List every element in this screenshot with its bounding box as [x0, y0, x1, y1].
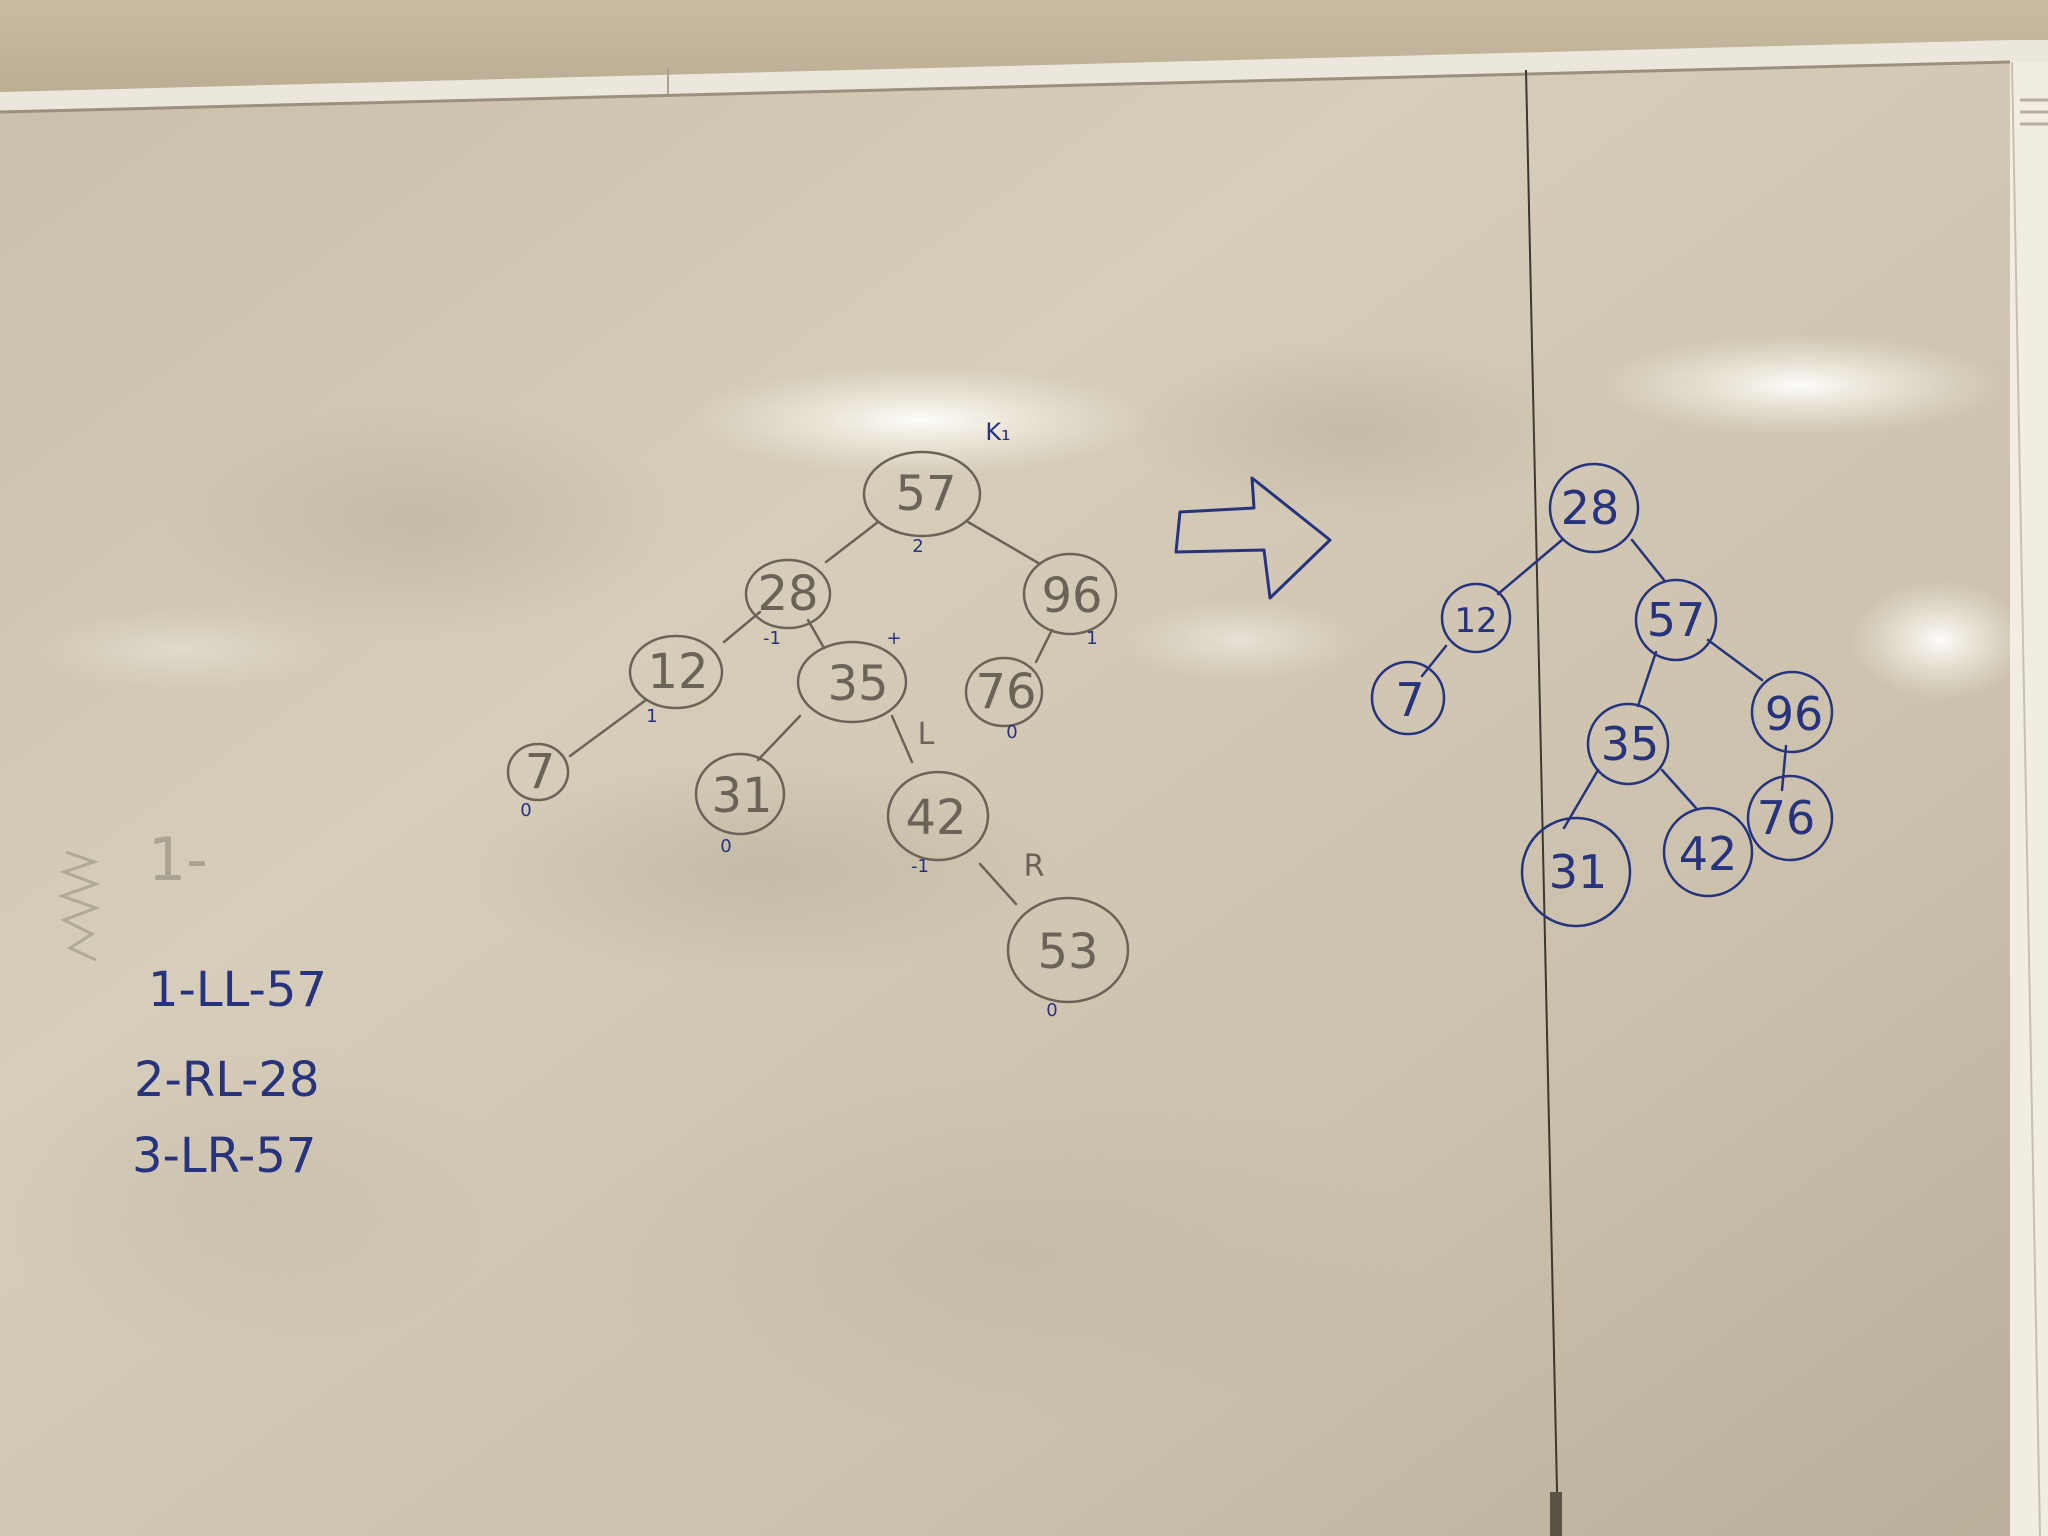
tree-node-12: [628, 634, 724, 710]
node-label-57: 57: [895, 466, 956, 522]
tree-edge: [722, 610, 762, 644]
glare-spot: [1850, 580, 2030, 700]
smudge: [160, 400, 680, 640]
note-line-2: 2-RL-28: [134, 1052, 320, 1108]
tree-node-42: [886, 770, 990, 862]
node-label-28: 28: [1561, 481, 1620, 535]
tree-edge: [1034, 628, 1054, 664]
tree-edge: [1706, 638, 1764, 682]
notes-heading: 1-: [148, 825, 208, 895]
marker-tray-hinge: [1550, 1492, 1562, 1536]
tree-node-96: [1750, 670, 1834, 754]
tree-node-57: [862, 450, 982, 538]
tree-edge: [1636, 650, 1658, 708]
node-label-96: 96: [1041, 568, 1102, 624]
erased-scribble: [57, 850, 101, 962]
smudge: [0, 1040, 510, 1360]
tree-edge: [978, 862, 1018, 906]
tree-node-96: [1022, 552, 1118, 636]
right-edge-line: [2011, 61, 2041, 1536]
root-mark: K₁: [985, 418, 1010, 446]
balance-factor: 0: [520, 800, 531, 821]
node-label-12: 12: [1454, 601, 1497, 641]
old-avl-tree: [506, 450, 1130, 1004]
tree-node-12: [1440, 582, 1512, 654]
tree-node-28: [1548, 462, 1640, 554]
old-tree-labels: 57 28 96 12 35 76 7 31 42 53: [525, 466, 1103, 980]
balance-factor: 0: [1046, 1000, 1057, 1021]
tree-node-57: [1634, 578, 1718, 662]
tree-node-53: [1006, 896, 1130, 1004]
node-label-7: 7: [1395, 673, 1424, 727]
vent-lines: [2020, 98, 2048, 126]
tree-node-31: [694, 752, 786, 836]
node-label-42: 42: [1679, 827, 1738, 881]
balance-factors: 2 -1 + 1 1 0 0 0 -1 0: [520, 536, 1097, 1021]
tree-edge: [1780, 744, 1788, 792]
tree-node-7: [1370, 660, 1446, 736]
tree-node-42: [1662, 806, 1754, 898]
balance-factor: 0: [720, 836, 731, 857]
node-label-76: 76: [975, 664, 1036, 720]
tree-edge: [806, 618, 826, 650]
node-label-31: 31: [711, 768, 772, 824]
new-tree-labels: 28 12 57 7 35 96 31 42 76: [1395, 481, 1823, 899]
direction-mark-L: L: [918, 717, 935, 752]
tree-edge: [1660, 768, 1698, 810]
node-label-53: 53: [1037, 924, 1098, 980]
tree-edge: [824, 520, 880, 564]
tree-node-7: [506, 742, 570, 802]
node-label-7: 7: [525, 744, 556, 800]
transform-arrow: [1174, 476, 1332, 600]
rotation-direction-marks: L R: [918, 717, 1045, 884]
note-line-3: 3-LR-57: [132, 1128, 316, 1184]
tree-edge: [890, 714, 914, 764]
node-label-35: 35: [827, 656, 888, 712]
tree-node-76: [1746, 774, 1834, 862]
tree-node-28: [744, 558, 832, 630]
tree-edge: [1496, 538, 1564, 596]
balance-factor: 0: [1006, 722, 1017, 743]
node-label-42: 42: [905, 790, 966, 846]
glare-spot: [1600, 335, 2000, 435]
glare-spot: [1120, 600, 1360, 680]
node-label-12: 12: [647, 644, 708, 700]
tree-node-76: [964, 656, 1044, 728]
balance-factor: 2: [912, 536, 923, 557]
tree-edge: [756, 714, 802, 762]
balance-factor: -1: [911, 856, 929, 877]
balance-factor: +: [886, 628, 901, 649]
smudge: [1130, 340, 1570, 520]
tree-edge: [568, 698, 648, 758]
glare-spot: [690, 365, 1150, 475]
node-label-96: 96: [1765, 687, 1824, 741]
glare-spot: [30, 610, 330, 690]
panel-seam: [1525, 69, 1559, 1536]
tree-edge: [1630, 538, 1666, 582]
node-label-76: 76: [1757, 791, 1816, 845]
smudge: [460, 760, 1060, 980]
tree-node-35: [796, 640, 908, 724]
node-label-31: 31: [1549, 845, 1608, 899]
direction-mark-R: R: [1024, 849, 1045, 884]
board-top-frame: [0, 40, 2048, 112]
board-frame-edge: [0, 60, 2011, 114]
new-avl-tree: [1370, 462, 1834, 928]
balance-factor: 1: [1086, 628, 1097, 649]
node-label-35: 35: [1601, 717, 1660, 771]
node-label-57: 57: [1647, 593, 1706, 647]
rotation-notes: 1-LL-57 2-RL-28 3-LR-57: [132, 962, 327, 1184]
tree-edge: [1420, 644, 1448, 678]
note-line-1: 1-LL-57: [148, 962, 327, 1018]
node-label-28: 28: [757, 566, 818, 622]
balance-factor: -1: [763, 628, 781, 649]
smudge: [580, 1070, 1420, 1430]
balance-factor: 1: [646, 706, 657, 727]
tree-node-31: [1520, 816, 1632, 928]
tree-edge: [966, 520, 1042, 566]
tree-node-35: [1586, 702, 1670, 786]
